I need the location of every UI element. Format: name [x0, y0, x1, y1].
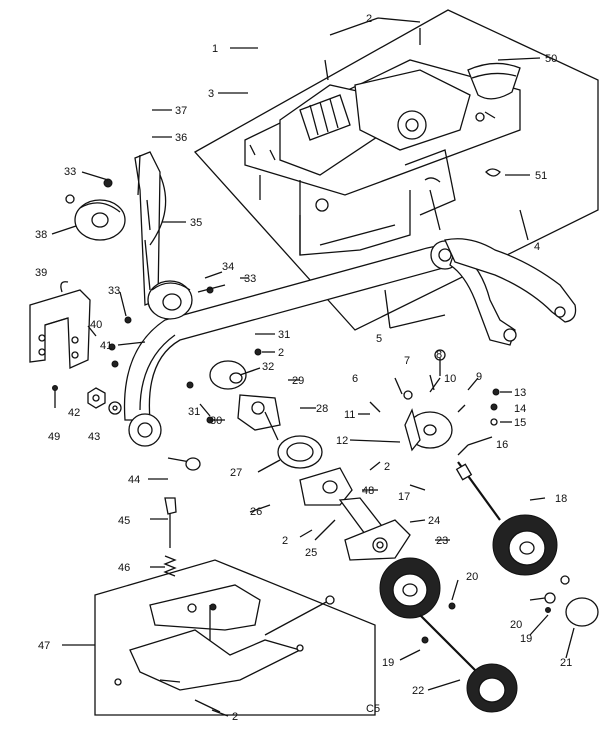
callout-35: 35	[190, 217, 202, 229]
spring-bracket-35	[134, 151, 167, 306]
callout-22: 22	[412, 685, 424, 697]
callout-29: 29	[292, 375, 304, 387]
callout-40: 40	[90, 319, 102, 331]
callout-32: 32	[262, 361, 274, 373]
callout-25: 25	[305, 547, 317, 559]
callout-41: 41	[100, 340, 112, 352]
callout-20: 20	[466, 571, 478, 583]
callout-11: 11	[344, 409, 355, 421]
lower-plate-assembly	[94, 559, 376, 716]
callout-44: 44	[128, 474, 140, 486]
callout-2: 2	[366, 13, 372, 25]
callout-19: 19	[520, 633, 532, 645]
callout-10: 10	[444, 373, 456, 385]
shaft-assembly	[338, 497, 518, 713]
mount-bracket-39	[29, 281, 119, 369]
callout-33: 33	[244, 273, 256, 285]
callout-2: 2	[232, 711, 238, 723]
callout-3: 3	[208, 88, 214, 100]
callout-42: 42	[68, 407, 80, 419]
callout-24: 24	[428, 515, 440, 527]
callout-6: 6	[352, 373, 358, 385]
callout-51: 51	[535, 170, 547, 182]
callout-46: 46	[118, 562, 130, 574]
callout-4: 4	[534, 241, 540, 253]
callout-31: 31	[278, 329, 290, 341]
screw-44	[167, 457, 201, 471]
cam-18	[455, 461, 558, 576]
callout-20: 20	[510, 619, 522, 631]
callout-2: 2	[384, 461, 390, 473]
callout-1: 1	[212, 43, 218, 55]
callout-38: 38	[35, 229, 47, 241]
callout-12: 12	[336, 435, 348, 447]
leader-lines	[51, 17, 575, 717]
callout-31: 31	[188, 406, 200, 418]
callout-14: 14	[514, 403, 526, 415]
callout-33: 33	[64, 166, 76, 178]
callout-7: 7	[404, 355, 410, 367]
callout-28: 28	[316, 403, 328, 415]
callout-47: 47	[38, 640, 50, 652]
callout-15: 15	[514, 417, 526, 429]
cam-stack	[186, 348, 353, 506]
callout-43: 43	[88, 431, 100, 443]
callout-9: 9	[476, 371, 482, 383]
callout-39: 39	[35, 267, 47, 279]
disc-34	[124, 280, 226, 324]
callout-45: 45	[118, 515, 130, 527]
callout-26: 26	[250, 506, 262, 518]
callout-50: 50	[545, 53, 557, 65]
knob-21	[544, 575, 599, 627]
nut-42-washer-43	[52, 385, 122, 415]
wheel-38	[65, 178, 126, 241]
callout-labels: 1 2 3 50 37 36 33 51 38 35 4 39 34 33 33…	[35, 13, 572, 723]
callout-16: 16	[496, 439, 508, 451]
callout-27: 27	[230, 467, 242, 479]
callout-30: 30	[210, 415, 222, 427]
callout-49: 49	[48, 431, 60, 443]
callout-2: 2	[278, 347, 284, 359]
callout-23: 23	[436, 535, 448, 547]
callout-18: 18	[555, 493, 567, 505]
figure-code: C5	[366, 703, 380, 715]
callout-21: 21	[560, 657, 572, 669]
callout-8: 8	[436, 349, 442, 361]
spring-46	[163, 555, 177, 577]
callout-2: 2	[282, 535, 288, 547]
callout-5: 5	[376, 333, 382, 345]
callout-17: 17	[398, 491, 410, 503]
pin-45	[164, 497, 177, 548]
callout-19: 19	[382, 657, 394, 669]
callout-48: 48	[362, 485, 374, 497]
drive-link-arm	[123, 177, 577, 447]
callout-33: 33	[108, 285, 120, 297]
cam-10-group	[369, 349, 500, 452]
callout-34: 34	[222, 261, 234, 273]
callout-37: 37	[175, 105, 187, 117]
callout-36: 36	[175, 132, 187, 144]
bed-plate-assembly	[193, 9, 599, 331]
callout-13: 13	[514, 387, 526, 399]
